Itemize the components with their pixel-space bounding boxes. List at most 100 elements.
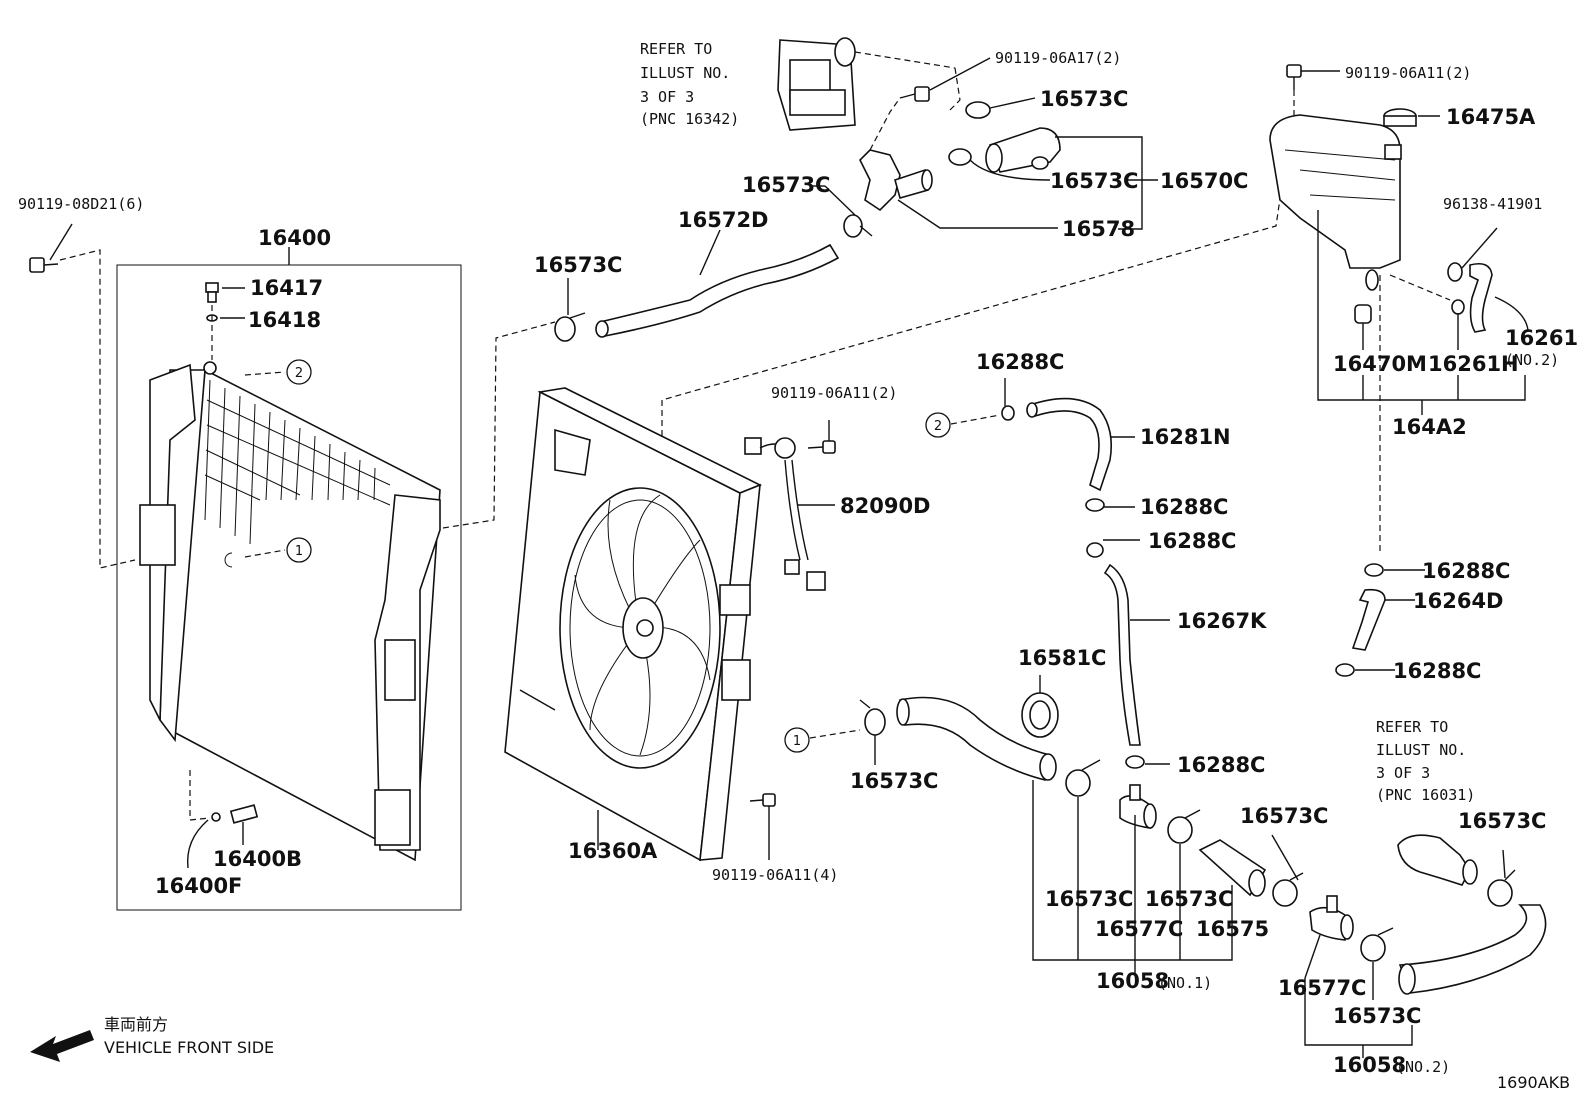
label-16058: 16058 bbox=[1096, 969, 1169, 993]
label-16581C: 16581C bbox=[1018, 646, 1106, 670]
hose-16572D[interactable] bbox=[595, 243, 840, 338]
clamp-16573C-no2-a[interactable] bbox=[1272, 872, 1304, 907]
label-16360A: 16360A bbox=[568, 839, 658, 863]
label-16058-no1: (NO.1) bbox=[1158, 974, 1212, 992]
reservoir-tank-164A2[interactable] bbox=[1269, 114, 1402, 291]
label-164A2: 164A2 bbox=[1392, 415, 1467, 439]
hose-16267K[interactable] bbox=[1103, 563, 1141, 746]
seal-16581C[interactable] bbox=[1021, 692, 1059, 738]
callout-2-radiator bbox=[286, 359, 312, 385]
refer-right-line: REFER TO bbox=[1376, 718, 1448, 736]
clamp-16573C-right[interactable] bbox=[1487, 869, 1516, 907]
clamp-16288C-a[interactable] bbox=[1001, 405, 1015, 421]
refer-top-line: REFER TO bbox=[640, 40, 712, 58]
cap-16475A[interactable] bbox=[1383, 108, 1417, 127]
label-16264D: 16264D bbox=[1413, 589, 1504, 613]
label-90119-06A11-tank: 90119-06A11(2) bbox=[1345, 64, 1471, 82]
clamp-16573C-lower-left[interactable] bbox=[859, 699, 886, 736]
refer-top-line: (PNC 16342) bbox=[640, 110, 739, 128]
label-16400F: 16400F bbox=[155, 874, 242, 898]
label-16573C: 16573C bbox=[1458, 809, 1546, 833]
clamp-16573C-no2-b[interactable] bbox=[1360, 927, 1394, 962]
clamp-16573C-upper-right[interactable] bbox=[843, 214, 873, 238]
callout-label: 1 bbox=[793, 734, 801, 749]
pipe-16578[interactable] bbox=[859, 149, 933, 212]
label-16400: 16400 bbox=[258, 226, 331, 250]
bolt-90119-06A11-fan[interactable] bbox=[807, 440, 836, 454]
callout-label: 2 bbox=[295, 366, 303, 381]
callout-2-hose bbox=[925, 412, 951, 438]
label-16400B: 16400B bbox=[213, 847, 302, 871]
label-16058-no2: (NO.2) bbox=[1396, 1058, 1450, 1076]
label-16572D: 16572D bbox=[678, 208, 769, 232]
clamp-16288C-c[interactable] bbox=[1086, 542, 1104, 558]
label-16058: 16058 bbox=[1333, 1053, 1406, 1077]
label-16261: 16261 bbox=[1505, 326, 1578, 350]
refer-right-line: 3 OF 3 bbox=[1376, 764, 1430, 782]
label-16573C: 16573C bbox=[1050, 169, 1138, 193]
clamp-16573C-upper-left[interactable] bbox=[554, 312, 586, 342]
clamp-16573C-top[interactable] bbox=[965, 101, 991, 119]
clamp-16288C-b[interactable] bbox=[1085, 498, 1105, 512]
clamp-16288C-f[interactable] bbox=[1335, 663, 1355, 677]
label-16261-no2: (NO.2) bbox=[1505, 351, 1559, 369]
clip-16261H[interactable] bbox=[1451, 299, 1465, 315]
label-16288C: 16288C bbox=[1148, 529, 1236, 553]
hose-16281N[interactable] bbox=[1026, 397, 1113, 492]
hose-no2-lower[interactable] bbox=[1398, 904, 1547, 995]
clamp-16288C-d[interactable] bbox=[1125, 755, 1145, 769]
clamp-16573C-no1-b[interactable] bbox=[1167, 809, 1201, 844]
label-90119-06A17: 90119-06A17(2) bbox=[995, 49, 1121, 67]
drain-cock-16400B[interactable] bbox=[229, 804, 259, 824]
hose-16575[interactable] bbox=[1198, 839, 1267, 897]
refer-top-line: 3 OF 3 bbox=[640, 88, 694, 106]
label-16418: 16418 bbox=[248, 308, 321, 332]
hose-16264D[interactable] bbox=[1351, 588, 1386, 651]
hose-16570C[interactable] bbox=[985, 127, 1061, 173]
label-90119-06A11-fan: 90119-06A11(2) bbox=[771, 384, 897, 402]
o-ring-16400F[interactable] bbox=[211, 812, 221, 822]
label-16577C: 16577C bbox=[1095, 917, 1183, 941]
grommet-16470M[interactable] bbox=[1354, 304, 1372, 324]
water-inlet-ref-16031 bbox=[1397, 834, 1478, 886]
label-16261H: 16261H bbox=[1428, 352, 1519, 376]
label-16288C: 16288C bbox=[1422, 559, 1510, 583]
pipe-16577C-no1[interactable] bbox=[1119, 784, 1157, 829]
label-16281N: 16281N bbox=[1140, 425, 1231, 449]
hose-16261[interactable] bbox=[1469, 262, 1493, 333]
refer-right-line: ILLUST NO. bbox=[1376, 741, 1466, 759]
label-82090D: 82090D bbox=[840, 494, 931, 518]
clamp-16573C-no1-a[interactable] bbox=[1065, 759, 1101, 797]
label-16577C: 16577C bbox=[1278, 976, 1366, 1000]
fan-shroud-assembly[interactable] bbox=[504, 387, 762, 862]
label-90119-06A11-4: 90119-06A11(4) bbox=[712, 866, 838, 884]
lower-hose[interactable] bbox=[896, 696, 1057, 781]
bolt-90119-06A11-tank[interactable] bbox=[1286, 64, 1302, 90]
bolt-90119-06A11-4[interactable] bbox=[749, 793, 776, 807]
clamp-16573C-mid[interactable] bbox=[948, 148, 972, 166]
label-16288C: 16288C bbox=[1140, 495, 1228, 519]
label-16570C: 16570C bbox=[1160, 169, 1248, 193]
bolt-90119-08D21[interactable] bbox=[29, 257, 59, 273]
pipe-16577C-no2[interactable] bbox=[1309, 895, 1354, 941]
figure-code: 1690AKB bbox=[1497, 1073, 1570, 1092]
label-16288C: 16288C bbox=[1393, 659, 1481, 683]
label-16578: 16578 bbox=[1062, 217, 1135, 241]
label-16573C: 16573C bbox=[1333, 1004, 1421, 1028]
label-16575: 16575 bbox=[1196, 917, 1269, 941]
water-outlet-ref-16342 bbox=[777, 37, 856, 131]
bolt-90119-06A17[interactable] bbox=[899, 86, 930, 102]
callout-label: 2 bbox=[934, 419, 942, 434]
wire-harness-82090D[interactable] bbox=[744, 437, 826, 591]
drain-plug-16417[interactable] bbox=[205, 282, 219, 303]
clamp-16288C-e[interactable] bbox=[1364, 563, 1384, 577]
label-96138-41901: 96138-41901 bbox=[1443, 195, 1542, 213]
label-16470M: 16470M bbox=[1333, 352, 1427, 376]
clip-96138-41901[interactable] bbox=[1447, 262, 1463, 282]
front-side-en: VEHICLE FRONT SIDE bbox=[104, 1038, 274, 1057]
radiator[interactable] bbox=[139, 361, 441, 862]
front-side-jp: 車両前方 bbox=[104, 1015, 168, 1034]
label-16267K: 16267K bbox=[1177, 609, 1267, 633]
callout-1-radiator bbox=[286, 537, 312, 563]
